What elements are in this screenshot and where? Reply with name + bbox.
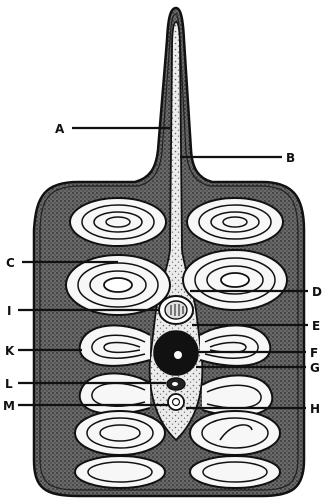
label-M: M <box>3 399 15 413</box>
label-H: H <box>310 402 320 416</box>
label-L: L <box>5 377 13 391</box>
label-E: E <box>312 319 320 333</box>
coil-left-4 <box>80 373 150 413</box>
label-A: A <box>55 122 65 136</box>
coil-right-5 <box>190 411 280 455</box>
coil-left-3 <box>80 325 150 365</box>
coil-left-5 <box>75 411 165 455</box>
label-I: I <box>7 304 11 318</box>
small-body-M <box>168 394 184 410</box>
small-body-L <box>167 378 185 390</box>
coil-right-4 <box>202 375 272 415</box>
label-F: F <box>310 346 318 360</box>
coil-right-2 <box>183 250 287 310</box>
label-K: K <box>5 344 15 358</box>
coil-right-1 <box>187 198 283 246</box>
coil-left-2 <box>66 255 170 315</box>
coil-left-1 <box>70 198 166 246</box>
coil-right-6 <box>190 456 280 488</box>
coil-right-3 <box>200 325 270 365</box>
nucleus-F <box>154 331 198 375</box>
upper-body-I <box>159 296 193 324</box>
label-G: G <box>310 361 320 375</box>
label-D: D <box>312 285 322 299</box>
coil-left-6 <box>75 456 165 488</box>
label-C: C <box>6 256 15 270</box>
label-B: B <box>286 151 295 165</box>
